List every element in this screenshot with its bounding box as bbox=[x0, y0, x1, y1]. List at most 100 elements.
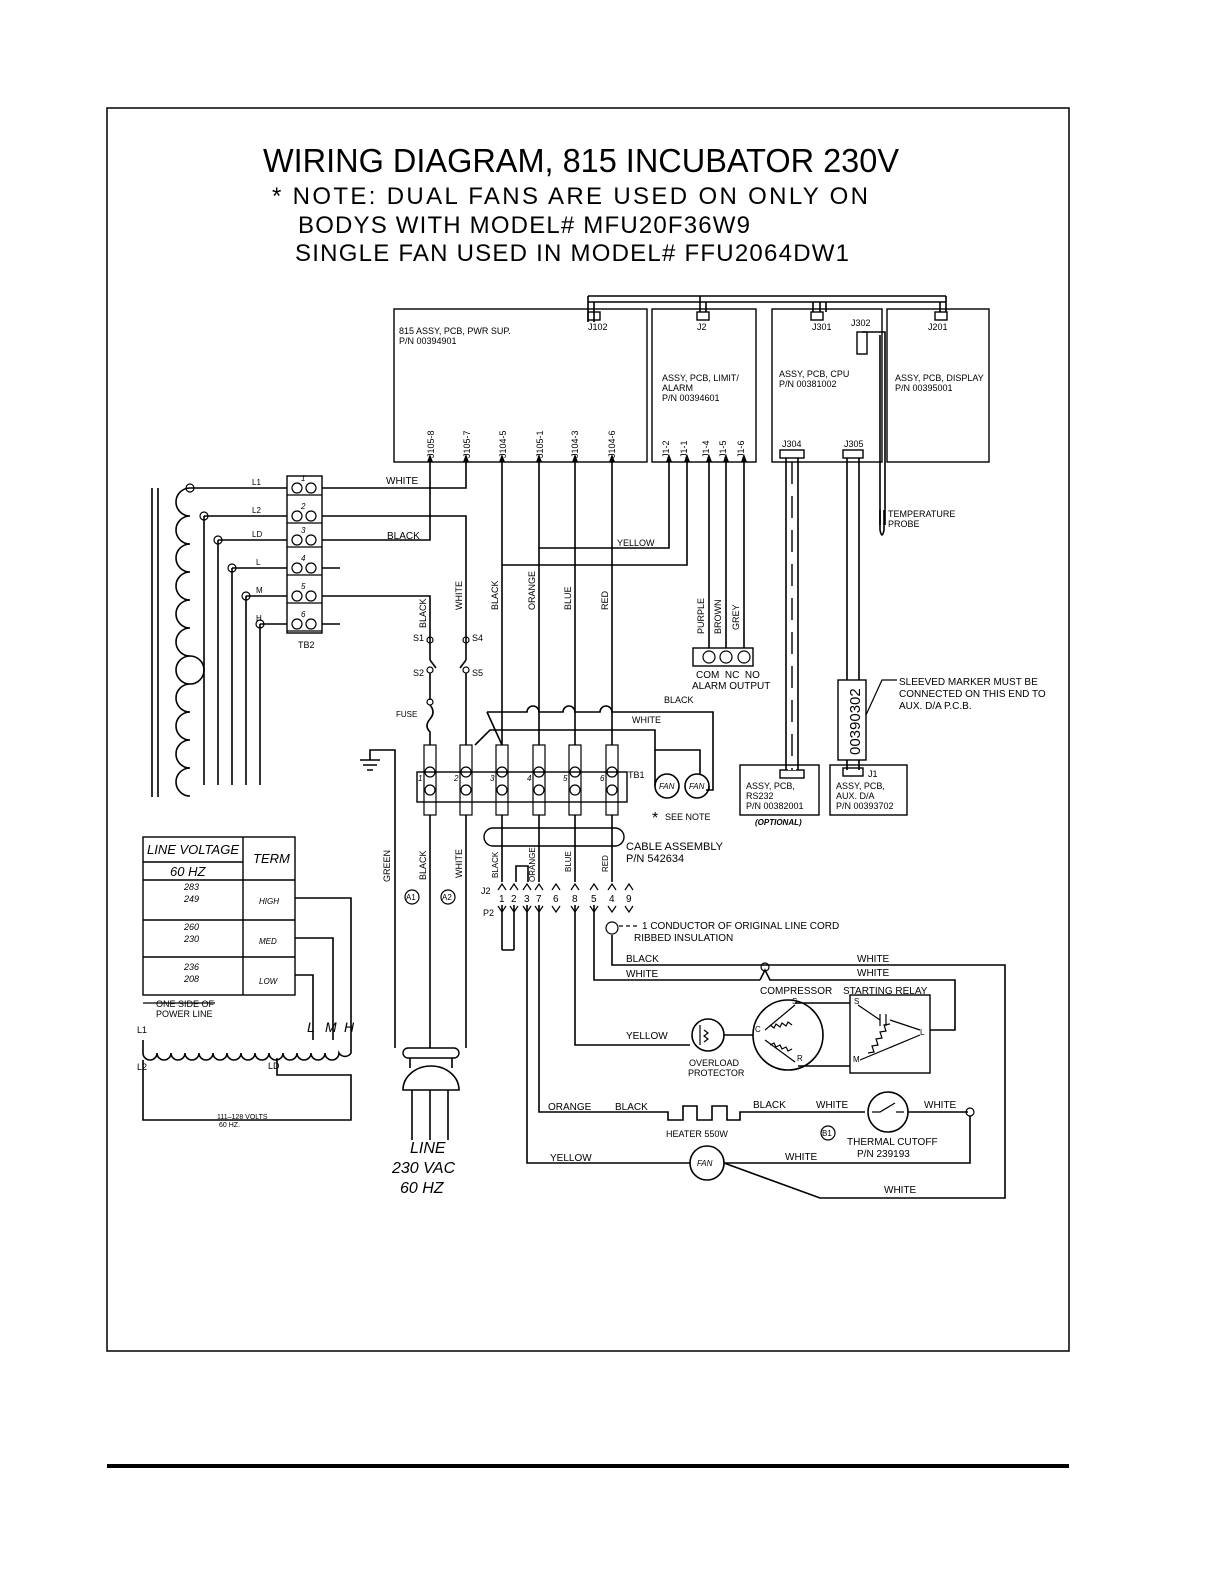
tb1-screw bbox=[460, 766, 472, 778]
term-value: HIGH bbox=[259, 897, 279, 906]
bottom-fan-label: FAN bbox=[697, 1159, 713, 1168]
cable-assembly-2: P/N 542634 bbox=[626, 853, 684, 865]
voltage-value: 249 bbox=[183, 894, 199, 904]
tb1-screw bbox=[424, 766, 436, 778]
wire-white-9: WHITE bbox=[816, 1100, 849, 1111]
switch-s1: S1 bbox=[413, 633, 424, 643]
overload-protector: OVERLOAD PROTECTOR bbox=[688, 1018, 753, 1078]
tb2-screw bbox=[291, 590, 303, 602]
cable-assembly-1: CABLE ASSEMBLY bbox=[626, 841, 724, 853]
wire-red-v: RED bbox=[600, 590, 610, 610]
wire-black-6: BLACK bbox=[626, 954, 659, 965]
note-line-1: * NOTE: DUAL FANS ARE USED ON ONLY ON bbox=[272, 183, 868, 210]
connector-j302: J302 bbox=[851, 318, 871, 328]
diagram-title: WIRING DIAGRAM, 815 INCUBATOR 230V bbox=[263, 142, 899, 179]
tb1-screw bbox=[496, 766, 508, 778]
j2-pin-number: 2 bbox=[511, 894, 517, 905]
cpu-pn: P/N 00381002 bbox=[779, 379, 837, 389]
comp-term-s: S bbox=[792, 997, 797, 1006]
tb1-post bbox=[459, 744, 473, 816]
tb2-terminal-number: 2 bbox=[300, 502, 306, 511]
wire-black-1: BLACK bbox=[387, 531, 420, 542]
switch-s5: S5 bbox=[472, 668, 483, 678]
tb2-terminal-number: 6 bbox=[301, 610, 306, 619]
tb2-terminal-number: 4 bbox=[301, 554, 306, 563]
table-header-voltage: LINE VOLTAGE bbox=[147, 842, 239, 857]
heater-label: HEATER 550W bbox=[666, 1129, 728, 1139]
j2-pin-arrow bbox=[522, 882, 532, 891]
rs232-line-2: RS232 bbox=[746, 791, 774, 801]
comp-term-r: R bbox=[797, 1054, 803, 1063]
one-side-1: ONE SIDE OF bbox=[156, 999, 215, 1009]
alarm-terminals: COM NC NO bbox=[696, 670, 760, 681]
alarm-output: PURPLE BROWN GREY COM NC NO ALARM OUTPUT bbox=[692, 462, 770, 692]
wire-white-4: WHITE bbox=[454, 849, 464, 878]
limit-alarm-line-2: ALARM bbox=[662, 383, 693, 393]
pin-j1-5: J1-5 bbox=[718, 440, 728, 458]
wire-white-8: WHITE bbox=[857, 968, 890, 979]
pin-j104-5: J104-5 bbox=[498, 430, 508, 458]
display-name: ASSY, PCB, DISPLAY bbox=[895, 373, 984, 383]
tb2-tap-label: L bbox=[256, 558, 261, 567]
table-header-term: TERM bbox=[253, 851, 290, 866]
pin-j104-3: J104-3 bbox=[570, 430, 580, 458]
wire-white-2: WHITE bbox=[632, 715, 661, 725]
tb1-terminal-number: 2 bbox=[453, 774, 459, 783]
sleeve-note-2: CONNECTED ON THIS END TO bbox=[899, 689, 1046, 700]
load-circuit: YELLOW ORANGE BLACK YELLOW WHITE BLACK W… bbox=[526, 905, 1006, 1199]
j2-pin-arrow bbox=[534, 882, 544, 891]
p2-pin-arrow bbox=[607, 905, 617, 914]
alarm-output-label: ALARM OUTPUT bbox=[692, 681, 770, 692]
tb2-terminal-number: 1 bbox=[301, 474, 305, 483]
j2-pin-number: 4 bbox=[609, 894, 615, 905]
wire-white-1: WHITE bbox=[386, 476, 419, 487]
j2-pin-number: 3 bbox=[524, 894, 530, 905]
p2-pin-arrow bbox=[509, 905, 519, 914]
switch-s4: S4 bbox=[472, 633, 483, 643]
wire-black-2: BLACK bbox=[664, 695, 694, 705]
wire-black-v2: BLACK bbox=[418, 598, 428, 628]
pwr-supply-name: 815 ASSY, PCB, PWR SUP. bbox=[399, 326, 511, 336]
j2-pin-arrow bbox=[589, 882, 599, 891]
wire-orange-3: ORANGE bbox=[528, 847, 537, 882]
tb2-terminal-number: 5 bbox=[301, 582, 306, 591]
relay-term-s: S bbox=[854, 997, 859, 1006]
tb1-terminal-number: 5 bbox=[563, 774, 568, 783]
tb1-label: TB1 bbox=[628, 770, 645, 780]
wire-white-6: WHITE bbox=[857, 954, 890, 965]
tb1-terminal-number: 6 bbox=[600, 774, 605, 783]
j2-pin-number: 7 bbox=[536, 894, 542, 905]
tb2-screw bbox=[291, 534, 303, 546]
transformer-primary bbox=[151, 487, 191, 797]
wire-orange-4: ORANGE bbox=[548, 1102, 592, 1113]
see-note-asterisk: * bbox=[652, 810, 658, 827]
tb2-label: TB2 bbox=[298, 640, 315, 650]
tb2-screw bbox=[305, 534, 317, 546]
pcb-display: J201 ASSY, PCB, DISPLAY P/N 00395001 bbox=[886, 308, 990, 463]
tb1-screw bbox=[496, 784, 508, 796]
pcb-rs232: ASSY, PCB, RS232 P/N 00382001 (OPTIONAL) bbox=[739, 764, 820, 827]
marker-a2: A2 bbox=[442, 893, 452, 902]
tb1-post bbox=[423, 744, 437, 816]
pwr-supply-pn: P/N 00394901 bbox=[399, 336, 457, 346]
cable-assembly: CABLE ASSEMBLY P/N 542634 BLACK ORANGE B… bbox=[483, 815, 724, 882]
wire-purple: PURPLE bbox=[696, 598, 706, 634]
tb2-screw bbox=[305, 562, 317, 574]
pcb-power-supply: 815 ASSY, PCB, PWR SUP. P/N 00394901 J10… bbox=[393, 308, 648, 463]
small-l2: L2 bbox=[137, 1062, 147, 1072]
b1-marker: B1 bbox=[822, 1129, 832, 1138]
starting-relay: STARTING RELAY S L M bbox=[843, 986, 931, 1074]
j2-pin-number: 9 bbox=[626, 894, 632, 905]
tb1-screw bbox=[424, 784, 436, 796]
connector-j102: J102 bbox=[588, 322, 608, 332]
aux-j1: J1 bbox=[868, 769, 878, 779]
door-switches: S1 S2 S4 S5 FUSE bbox=[396, 633, 483, 745]
tb1-screw bbox=[606, 784, 618, 796]
pin-arrows bbox=[427, 454, 747, 462]
wire-yellow-2: YELLOW bbox=[626, 1031, 668, 1042]
tb1-screw bbox=[533, 784, 545, 796]
tb2-terminal-number: 3 bbox=[301, 526, 306, 535]
tb1-terminal-number: 4 bbox=[527, 774, 532, 783]
